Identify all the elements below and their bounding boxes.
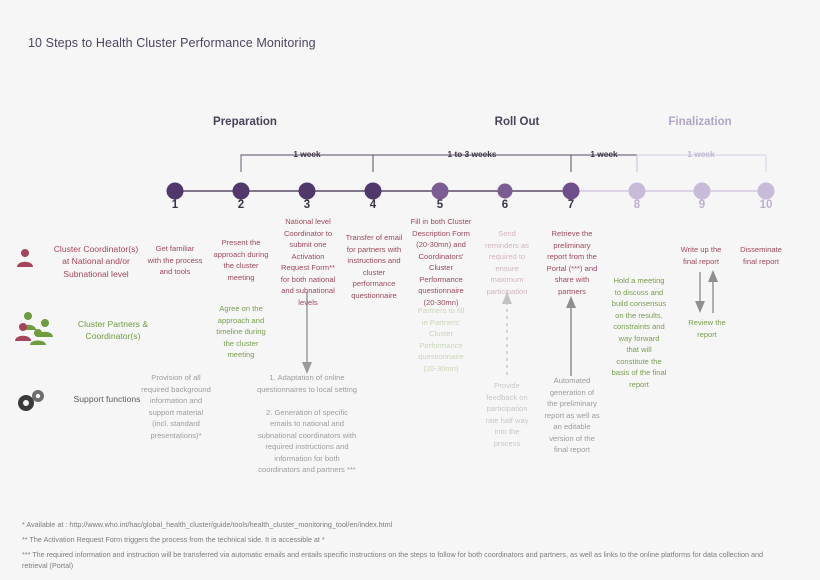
duration-label-2: 1 to 3 weeks	[447, 149, 497, 159]
timeline-node-label-2: 2	[237, 199, 245, 211]
timeline-node-label-4: 4	[369, 199, 377, 211]
timeline-node-8[interactable]	[628, 182, 646, 200]
people-group-icon	[15, 312, 53, 345]
cell-support-6: Provide feedback on participation rate h…	[485, 381, 529, 448]
cell-support-1: Provision of all required background inf…	[141, 373, 211, 440]
timeline-node-3[interactable]	[298, 182, 316, 200]
cell-coordinator-1: Get familiar with the process and tools	[147, 244, 203, 277]
cell-coordinator-6: Send reminders as required to ensure max…	[485, 229, 529, 296]
arrow-step9-up-head	[708, 270, 718, 282]
cell-coordinator-2: Present the approach during the cluster …	[213, 238, 269, 282]
cell-partners-5: Partners to fill in Partners' Cluster Pe…	[417, 306, 465, 373]
timeline-node-label-10: 10	[759, 199, 773, 211]
duration-label-1: 1 week	[293, 149, 321, 159]
footnote-3: *** The required information and instruc…	[22, 550, 763, 570]
cell-support-3: 1. Adaptation of online questionnaires t…	[256, 373, 358, 475]
row-label-coordinators: Cluster Coordinator(s) at National and/o…	[53, 244, 139, 279]
timeline-node-9[interactable]	[693, 182, 711, 200]
timeline-node-label-5: 5	[436, 199, 444, 211]
row-label-partners: Cluster Partners & Coordinator(s)	[77, 319, 149, 342]
timeline-node-label-1: 1	[171, 199, 179, 211]
cell-coordinator-4: Transfer of email for partners with inst…	[345, 233, 403, 300]
timeline-node-7[interactable]	[562, 182, 580, 200]
timeline-node-label-8: 8	[633, 199, 641, 211]
phase-header-preparation: Preparation	[213, 116, 277, 128]
timeline-node-10[interactable]	[757, 182, 775, 200]
timeline-node-4[interactable]	[364, 182, 382, 200]
cell-coordinator-10: Disseminate final report	[740, 245, 782, 266]
arrow-step3-down-head	[302, 362, 312, 374]
timeline-node-label-6: 6	[501, 199, 509, 211]
cell-coordinator-9: Write up the final report	[680, 245, 722, 266]
duration-label-4: 1 week	[687, 149, 715, 159]
row-label-support: Support functions	[73, 394, 141, 404]
timeline-node-label-7: 7	[567, 199, 575, 211]
bracket-1week-c	[636, 154, 767, 172]
page-title: 10 Steps to Health Cluster Performance M…	[28, 36, 316, 50]
gears-icon	[18, 390, 44, 411]
phase-header-finalization: Finalization	[668, 116, 732, 128]
arrow-step7-up-head	[566, 296, 576, 308]
arrow-step6-up-head	[502, 292, 512, 304]
person-icon	[17, 249, 33, 267]
timeline-node-label-3: 3	[303, 199, 311, 211]
timeline-node-1[interactable]	[166, 182, 184, 200]
duration-label-3: 1 week	[590, 149, 618, 159]
cell-partners-8: Hold a meeting to discuss and build cons…	[611, 276, 667, 389]
cell-support-7: Automated generation of the preliminary …	[544, 376, 600, 455]
cell-partners-2: Agree on the approach and timeline durin…	[216, 304, 266, 360]
timeline-node-6[interactable]	[497, 183, 513, 199]
arrow-step9-down-head	[695, 301, 705, 313]
timeline-node-label-9: 9	[698, 199, 706, 211]
phase-header-rollout: Roll Out	[494, 116, 540, 128]
timeline-node-5[interactable]	[431, 182, 449, 200]
cell-coordinator-7: Retrieve the preliminary report from the…	[546, 229, 598, 296]
cell-coordinator-3: National level Coordinator to submit one…	[280, 217, 336, 307]
cell-coordinator-5: Fill in both Cluster Description Form (2…	[410, 217, 472, 307]
timeline-node-2[interactable]	[232, 182, 250, 200]
footnote-1: * Available at : http://www.who.int/hac/…	[22, 520, 393, 529]
footnote-2: ** The Activation Request Form triggers …	[22, 535, 325, 544]
cell-partners-9: Review the report	[688, 318, 726, 339]
